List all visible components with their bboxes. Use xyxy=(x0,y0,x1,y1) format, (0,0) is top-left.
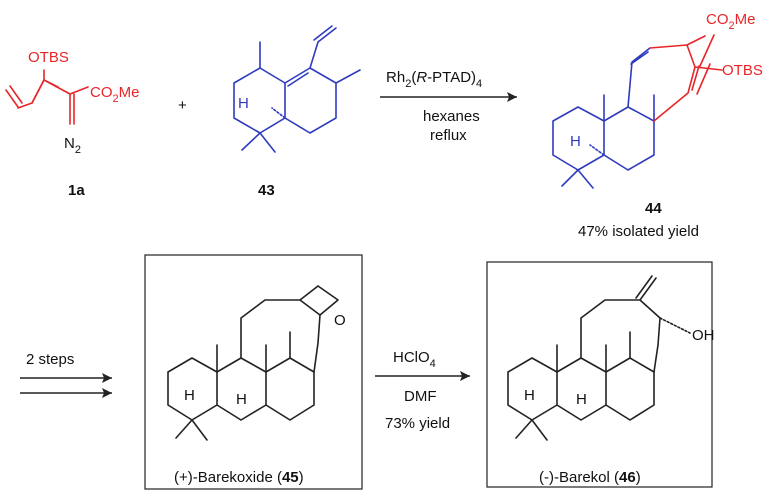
two-steps-arrow: 2 steps xyxy=(20,351,112,398)
svg-text:N2: N2 xyxy=(64,135,81,156)
compound-43: H 43 xyxy=(233,25,361,199)
svg-text:CO2Me: CO2Me xyxy=(90,84,139,105)
ester-me-44: Me xyxy=(735,11,756,28)
name-45-number: 45 xyxy=(282,469,299,486)
h-label-45b: H xyxy=(236,391,247,408)
svg-text:(+)-Barekoxide (45): (+)-Barekoxide (45) xyxy=(174,469,304,486)
hclo-sub: 4 xyxy=(430,358,436,370)
catalyst-rest: -PTAD) xyxy=(427,69,476,86)
svg-text:CO2Me: CO2Me xyxy=(706,11,755,32)
catalyst-paren: ( xyxy=(411,69,416,86)
diazo-sub: 2 xyxy=(75,144,81,156)
name-45-prefix: (+)-Barekoxide ( xyxy=(174,469,282,486)
h-label-45a: H xyxy=(184,387,195,404)
hydroxyl-oh: OH xyxy=(692,327,715,344)
ester-sub: 2 xyxy=(113,93,119,105)
reaction-arrow-3: HClO4 DMF 73% yield xyxy=(375,349,470,432)
label-44: 44 xyxy=(645,200,662,217)
reaction-arrow-1: Rh2(R-PTAD)4 hexanes reflux xyxy=(380,69,517,144)
ester-co: CO xyxy=(90,84,113,101)
catalyst-sub1: 2 xyxy=(405,78,411,90)
svg-text:Rh2(R-PTAD)4: Rh2(R-PTAD)4 xyxy=(386,69,482,90)
otbs-44: OTBS xyxy=(722,62,763,79)
name-46-number: 46 xyxy=(619,469,636,486)
yield-46: 73% yield xyxy=(385,415,450,432)
two-steps-label: 2 steps xyxy=(26,351,74,368)
label-1a: 1a xyxy=(68,182,85,199)
yield-44: 47% isolated yield xyxy=(578,223,699,240)
svg-text:HClO4: HClO4 xyxy=(393,349,436,370)
h-label-46b: H xyxy=(576,391,587,408)
svg-text:(-)-Barekol (46): (-)-Barekol (46) xyxy=(539,469,641,486)
catalyst-sub2: 4 xyxy=(476,78,482,90)
dmf-label: DMF xyxy=(404,388,437,405)
condition-reflux: reflux xyxy=(430,127,467,144)
ester-sub-44: 2 xyxy=(729,20,735,32)
compound-44: CO2Me OTBS H 44 47% isolated yield xyxy=(552,11,763,240)
h-label-43: H xyxy=(238,95,249,112)
catalyst-prefix: Rh xyxy=(386,69,405,86)
epoxide-o: O xyxy=(334,312,346,329)
catalyst-italic: R xyxy=(416,69,427,86)
compound-1a: OTBS CO2Me N2 1a xyxy=(5,49,139,199)
compound-46-box: OH H H (-)-Barekol (46) xyxy=(486,261,715,488)
ester-me: Me xyxy=(119,84,140,101)
plus-sign: + xyxy=(178,97,187,114)
label-43: 43 xyxy=(258,182,275,199)
diazo-n: N xyxy=(64,135,75,152)
h-label-46a: H xyxy=(524,387,535,404)
compound-45-box: O H H (+)-Barekoxide (45) xyxy=(144,254,363,490)
name-46-suffix: ) xyxy=(636,469,641,486)
solvent-hexanes: hexanes xyxy=(423,108,480,125)
hclo-main: HClO xyxy=(393,349,430,366)
otbs-label: OTBS xyxy=(28,49,69,66)
name-45-suffix: ) xyxy=(299,469,304,486)
ester-co-44: CO xyxy=(706,11,729,28)
h-label-44: H xyxy=(570,133,581,150)
name-46-prefix: (-)-Barekol ( xyxy=(539,469,619,486)
